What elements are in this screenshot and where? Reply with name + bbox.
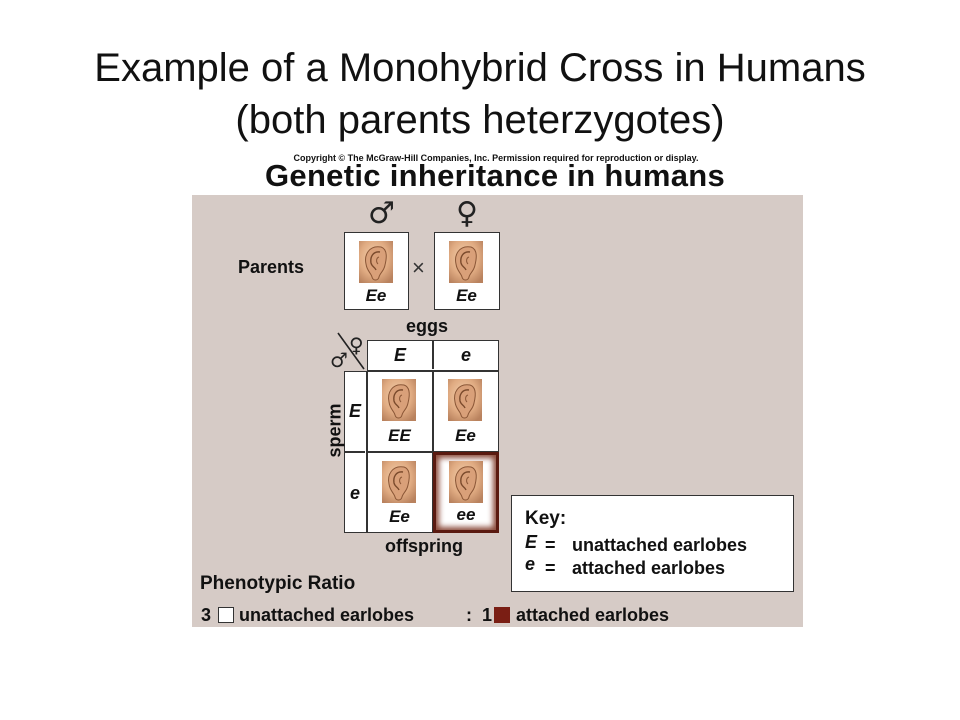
sperm-allele-2: e [349, 483, 360, 503]
female-parent-box: Ee [434, 232, 500, 310]
ratio-text-attached: attached earlobes [516, 605, 670, 625]
offspring-genotype: Ee [455, 426, 476, 445]
key-box: Key: E = unattached earlobes e = attache… [511, 495, 794, 592]
punnett-diagonal-line [337, 332, 365, 370]
egg-allele-2: e [460, 345, 471, 365]
ratio-text-unattached: unattached earlobes [239, 605, 415, 625]
male-parent-genotype: Ee [365, 286, 387, 305]
key-equals-1: = [545, 535, 556, 555]
ear-icon [449, 461, 483, 503]
ear-icon [359, 241, 393, 283]
ear-icon [448, 379, 482, 421]
offspring-cell-Ee-top: Ee [433, 371, 499, 452]
offspring-cell-ee: ee [433, 452, 499, 533]
key-title: Key: [525, 508, 567, 529]
slide-title-line-2: (both parents heterzygotes) [235, 98, 725, 142]
figure-title: Genetic inheritance in humans [264, 158, 726, 193]
offspring-genotype: Ee [389, 507, 410, 526]
copyright-notice: Copyright © The McGraw-Hill Companies, I… [293, 153, 699, 163]
sperm-allele-1: E [348, 401, 361, 421]
ratio-count-attached: 1 [482, 605, 493, 625]
female-parent-genotype: Ee [456, 286, 477, 305]
slide-title: Example of a Monohybrid Cross in Humans … [0, 42, 960, 146]
ratio-separator: : [466, 605, 472, 625]
female-parent-symbol: ♀ [456, 196, 478, 231]
offspring-cell-Ee-bottom: Ee [367, 452, 433, 533]
key-meaning-E: unattached earlobes [572, 535, 748, 555]
key-meaning-e: attached earlobes [572, 558, 726, 578]
sperm-allele-header: E e [344, 371, 367, 533]
offspring-cell-EE: EE [367, 371, 433, 452]
ratio-count-unattached: 3 [201, 605, 212, 625]
diagram-panel: Parents ♂ ♀ Ee × Ee eggs ♀ ♂ E e E e spe… [192, 195, 803, 627]
egg-allele-header: E e [367, 340, 499, 371]
parents-label: Parents [238, 257, 305, 277]
ear-icon [382, 379, 416, 421]
cross-symbol: × [412, 255, 425, 280]
male-parent-box: Ee [344, 232, 409, 310]
sperm-label: sperm [324, 403, 345, 458]
key-allele-e: e [525, 554, 536, 574]
key-allele-E: E [525, 532, 538, 552]
attached-color-square [494, 607, 510, 623]
male-parent-symbol: ♂ [368, 196, 395, 231]
key-equals-2: = [545, 558, 556, 578]
ear-icon [449, 241, 483, 283]
eggs-label: eggs [406, 316, 449, 336]
egg-allele-1: E [393, 345, 406, 365]
punnett-male-symbol: ♂ [330, 348, 348, 372]
ear-icon [382, 461, 416, 503]
phenotypic-ratio-title: Phenotypic Ratio [200, 573, 356, 594]
slide-title-line-1: Example of a Monohybrid Cross in Humans [94, 46, 866, 90]
offspring-label: offspring [385, 536, 463, 556]
offspring-genotype: ee [456, 505, 476, 524]
offspring-genotype: EE [388, 426, 411, 445]
punnett-female-symbol: ♀ [349, 333, 364, 357]
unattached-color-square [218, 607, 234, 623]
